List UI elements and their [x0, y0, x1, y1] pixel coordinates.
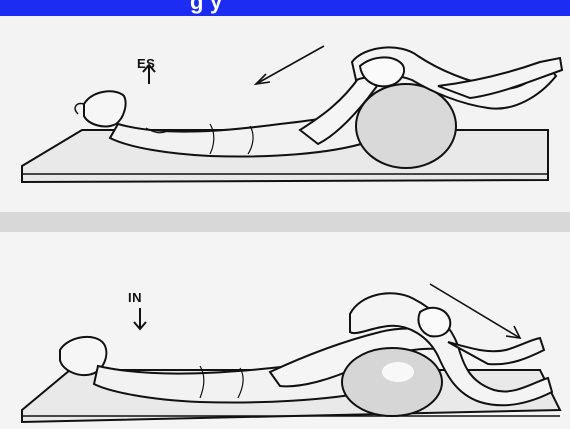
label-es: ES	[137, 56, 155, 71]
arrow-down-icon	[134, 308, 146, 329]
motion-arrow-top	[256, 46, 324, 84]
hip	[356, 84, 456, 168]
top-illustration-panel: ES	[0, 16, 570, 212]
head	[84, 91, 126, 126]
hip	[342, 348, 442, 416]
top-figure-drawing	[0, 16, 570, 212]
bottom-illustration-panel	[0, 232, 570, 429]
banner-text: g y	[190, 0, 222, 15]
bottom-figure-drawing	[0, 232, 570, 429]
label-in: IN	[128, 290, 142, 305]
panel-divider	[0, 212, 570, 232]
title-banner: g y	[0, 0, 570, 16]
